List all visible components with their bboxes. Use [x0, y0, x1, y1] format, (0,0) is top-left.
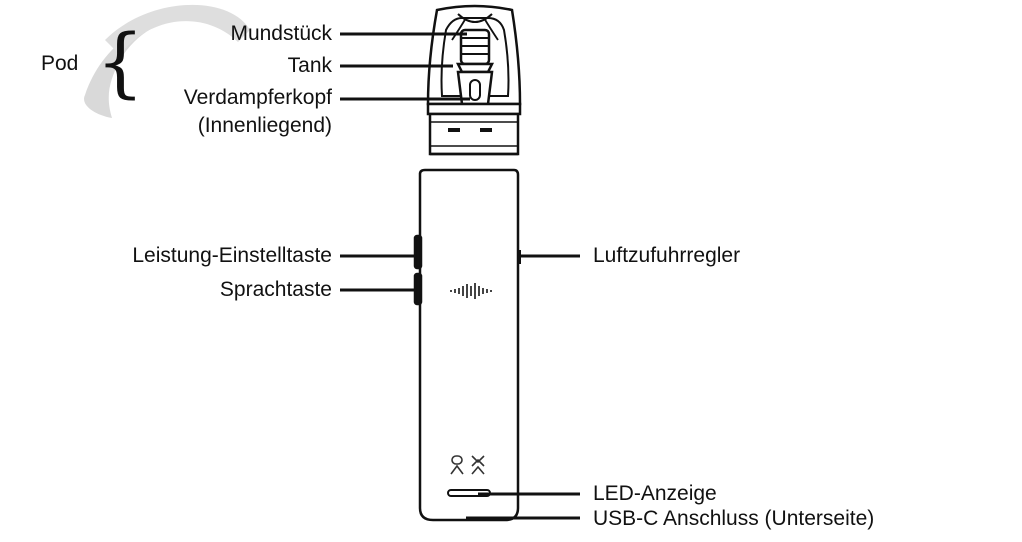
pod-group-label: Pod — [41, 52, 79, 75]
coil-note-label: (Innenliegend) — [197, 114, 332, 137]
pod-base — [426, 102, 522, 116]
pod-brace: { — [96, 17, 145, 106]
mouthpiece-label: Mundstück — [230, 22, 332, 45]
usb-label: USB-C Anschluss (Unterseite) — [593, 507, 875, 530]
led-label: LED-Anzeige — [593, 482, 717, 505]
power-adjust-button — [413, 234, 423, 270]
airflow-label: Luftzufuhrregler — [593, 244, 741, 267]
leader-lines — [340, 32, 580, 520]
xo-logo — [450, 455, 485, 475]
device-body — [413, 168, 521, 522]
decorative-ring-lower — [105, 4, 250, 55]
airflow-slider — [517, 250, 521, 264]
tank-label: Tank — [287, 54, 332, 77]
tank-window — [440, 17, 510, 97]
coil-label: Verdampferkopf — [183, 86, 332, 109]
pod — [426, 4, 522, 156]
voice-button-label: Sprachtaste — [219, 278, 332, 301]
waveform-icon — [450, 283, 492, 299]
power-button-label: Leistung-Einstelltaste — [132, 244, 332, 267]
mouthpiece — [457, 13, 493, 23]
body-shell — [418, 168, 520, 522]
